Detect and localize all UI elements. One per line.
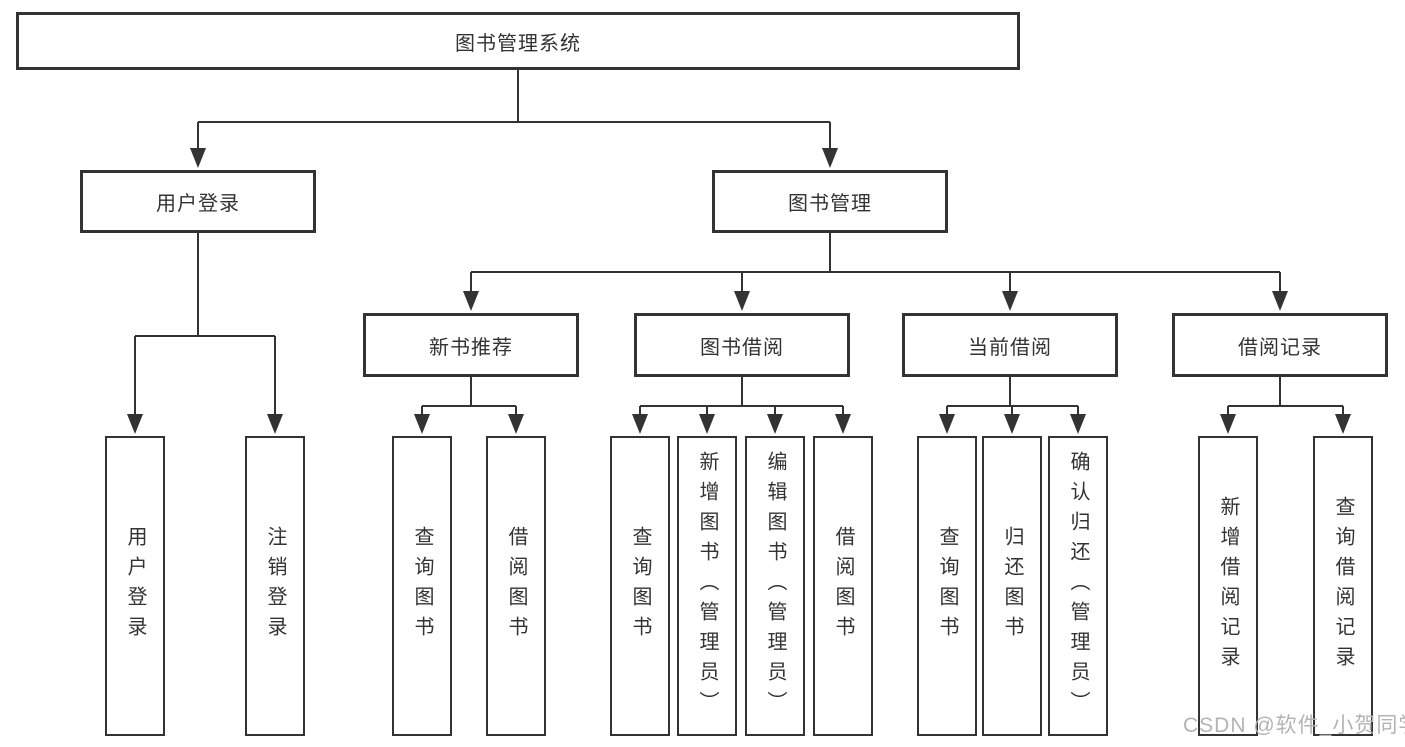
node-label: 查询图书 (411, 526, 433, 646)
node-user-login: 用户登录 (80, 170, 316, 233)
node-label: 查询借阅记录 (1332, 496, 1354, 676)
node-leaf-logout: 注销登录 (245, 436, 305, 736)
node-leaf-confirm-return-admin: 确认归还（管理员） (1048, 436, 1108, 736)
node-leaf-add-borrow-record: 新增借阅记录 (1198, 436, 1258, 736)
arrowhead (835, 414, 851, 434)
arrowhead (463, 291, 479, 311)
arrowhead (1002, 291, 1018, 311)
arrowhead (267, 414, 283, 434)
arrowhead (822, 148, 838, 168)
arrowhead (1004, 414, 1020, 434)
node-label: 查询图书 (629, 526, 651, 646)
node-label: 确认归还（管理员） (1067, 451, 1089, 721)
arrowhead (1272, 291, 1288, 311)
node-leaf-query-books-1: 查询图书 (392, 436, 452, 736)
node-current-borrowing: 当前借阅 (902, 313, 1118, 377)
connector-root-to-level2 (197, 70, 831, 150)
node-label: 注销登录 (264, 526, 286, 646)
connector-book-borrow-to-leaves (639, 377, 844, 416)
node-label: 新增图书（管理员） (696, 451, 718, 721)
arrowhead (632, 414, 648, 434)
arrowhead (414, 414, 430, 434)
node-label: 归还图书 (1001, 526, 1023, 646)
connector-new-books-to-leaves (421, 377, 517, 416)
node-label: 编辑图书（管理员） (764, 451, 786, 721)
node-library-management-system: 图书管理系统 (16, 12, 1020, 70)
node-leaf-query-books-2: 查询图书 (610, 436, 670, 736)
node-book-management: 图书管理 (712, 170, 948, 233)
node-leaf-borrow-books-1: 借阅图书 (486, 436, 546, 736)
node-label: 借阅图书 (832, 526, 854, 646)
node-label: 新增借阅记录 (1217, 496, 1239, 676)
arrowhead (939, 414, 955, 434)
node-leaf-query-books-3: 查询图书 (917, 436, 977, 736)
node-leaf-return-books: 归还图书 (982, 436, 1042, 736)
node-label: 借阅图书 (505, 526, 527, 646)
arrowhead (1220, 414, 1236, 434)
node-leaf-query-borrow-record: 查询借阅记录 (1313, 436, 1373, 736)
node-leaf-borrow-books-2: 借阅图书 (813, 436, 873, 736)
arrowhead (1335, 414, 1351, 434)
node-leaf-edit-books-admin: 编辑图书（管理员） (745, 436, 805, 736)
connector-current-borrow-to-leaves (946, 377, 1079, 416)
node-book-borrowing: 图书借阅 (634, 313, 850, 377)
arrowhead (767, 414, 783, 434)
connector-book-mgmt-to-level3 (470, 233, 1281, 293)
connector-user-login-to-leaves (134, 233, 276, 416)
arrowhead (190, 148, 206, 168)
arrowhead (508, 414, 524, 434)
arrowhead (734, 291, 750, 311)
arrowhead (699, 414, 715, 434)
node-label: 用户登录 (124, 526, 146, 646)
node-label: 查询图书 (936, 526, 958, 646)
connector-borrow-records-to-leaves (1227, 377, 1344, 416)
node-leaf-user-login: 用户登录 (105, 436, 165, 736)
arrowhead (1070, 414, 1086, 434)
node-borrowing-records: 借阅记录 (1172, 313, 1388, 377)
node-leaf-add-books-admin: 新增图书（管理员） (677, 436, 737, 736)
watermark: CSDN @软件_小贺同学 (1183, 714, 1405, 737)
arrowhead (127, 414, 143, 434)
node-new-book-recommend: 新书推荐 (363, 313, 579, 377)
